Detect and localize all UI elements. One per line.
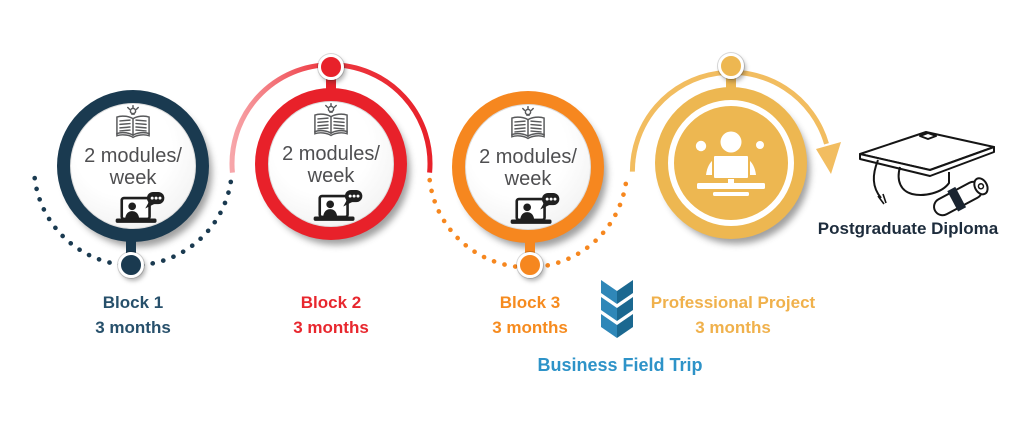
modules-per-week-line2: week xyxy=(504,167,552,190)
stage-duration: 3 months xyxy=(95,318,171,337)
solid-arc-project xyxy=(629,69,829,172)
stage-name: Block 2 xyxy=(300,293,362,312)
timeline-node xyxy=(318,54,344,80)
stage-duration: 3 months xyxy=(293,318,369,337)
stage-label: Block 3 3 months xyxy=(425,290,635,340)
graduation-cap-diploma-icon xyxy=(859,131,995,217)
open-book-idea-icon xyxy=(314,102,348,137)
open-book-idea-icon xyxy=(511,105,545,140)
stage-name: Professional Project xyxy=(650,293,816,312)
stage-name: Block 1 xyxy=(102,293,164,312)
online-class-icon xyxy=(115,191,165,223)
timeline-node xyxy=(718,53,744,79)
stage-circle xyxy=(655,87,807,239)
outcome-label: Postgraduate Diploma xyxy=(817,219,999,238)
stage-circle-content xyxy=(668,100,794,226)
modules-per-week-line1: 2 modules/ xyxy=(479,145,577,168)
online-class-icon xyxy=(313,189,363,221)
stage-label: Professional Project 3 months xyxy=(628,290,838,340)
online-class-icon xyxy=(510,192,560,224)
stage-circle-content: 2 modules/ week xyxy=(268,101,394,227)
modules-per-week-line1: 2 modules/ xyxy=(84,144,182,167)
workstation-presentation-icon xyxy=(695,131,765,196)
field-trip-label: Business Field Trip xyxy=(537,355,703,375)
stage-circle: 2 modules/ week xyxy=(452,91,604,243)
stage-circle: 2 modules/ week xyxy=(57,90,209,242)
stage-label: Block 2 3 months xyxy=(226,290,436,340)
node-stem xyxy=(126,232,136,256)
node-stem xyxy=(326,74,336,94)
timeline-node xyxy=(517,252,543,278)
stage-name: Block 3 xyxy=(499,293,561,312)
stage-circle: 2 modules/ week xyxy=(255,88,407,240)
open-book-idea-icon xyxy=(116,104,150,139)
modules-per-week-line2: week xyxy=(109,166,157,189)
modules-per-week-line1: 2 modules/ xyxy=(282,142,380,165)
node-stem xyxy=(726,73,736,93)
stage-label: Block 1 3 months xyxy=(28,290,238,340)
timeline-node xyxy=(118,252,144,278)
modules-per-week-line2: week xyxy=(307,164,355,187)
stage-duration: 3 months xyxy=(695,318,771,337)
triple-chevron-down-icon xyxy=(601,280,633,338)
stage-circle-content: 2 modules/ week xyxy=(70,103,196,229)
node-stem xyxy=(525,233,535,257)
stage-duration: 3 months xyxy=(492,318,568,337)
stage-circle-content: 2 modules/ week xyxy=(465,104,591,230)
arrowhead-icon xyxy=(816,142,841,174)
